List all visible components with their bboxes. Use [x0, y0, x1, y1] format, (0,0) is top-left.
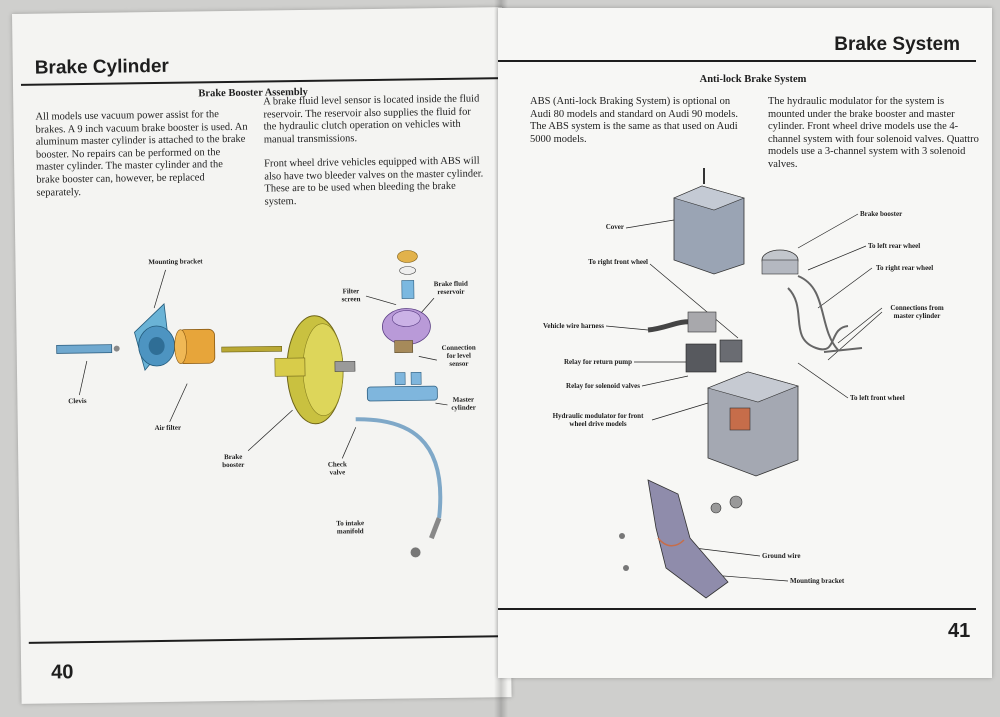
- footer-rule: [498, 608, 976, 610]
- subheading: Anti-lock Brake System: [699, 74, 807, 85]
- label-connections-master-cylinder: Connections from master cylinder: [890, 304, 944, 320]
- header-rule: [498, 60, 976, 62]
- label-to-right-front-wheel: To right front wheel: [588, 258, 648, 266]
- label-to-left-front-wheel: To left front wheel: [850, 394, 905, 402]
- label-connection-level-sensor: Connection for level sensor: [441, 343, 476, 368]
- left-page: Brake Cylinder Brake Booster Assembly Al…: [12, 7, 512, 704]
- label-cover: Cover: [605, 223, 624, 231]
- label-ground-wire: Ground wire: [762, 552, 801, 560]
- label-brake-booster: Brake booster: [222, 452, 245, 470]
- label-hydraulic-modulator: Hydraulic modulator for front wheel driv…: [552, 412, 644, 428]
- label-check-valve: Check valve: [327, 460, 347, 477]
- label-brake-fluid-reservoir: Brake fluid reservoir: [433, 279, 468, 297]
- abs-illustration: [605, 168, 883, 599]
- label-mounting-bracket: Mounting bracket: [790, 577, 845, 585]
- label-clevis: Clevis: [68, 396, 87, 406]
- label-master-cylinder: Master cylinder: [451, 395, 476, 412]
- paragraph-2: The hydraulic modulator for the system i…: [768, 96, 979, 170]
- paragraph-1: ABS (Anti-lock Braking System) is option…: [530, 96, 738, 145]
- label-relay-return-pump: Relay for return pump: [564, 358, 632, 366]
- label-to-left-rear-wheel: To left rear wheel: [868, 242, 921, 250]
- label-to-intake-manifold: To intake manifold: [336, 519, 365, 536]
- label-filter-screen: Filter screen: [341, 287, 361, 304]
- right-page: Brake System Anti-lock Brake System ABS …: [498, 8, 992, 678]
- label-to-right-rear-wheel: To right rear wheel: [876, 264, 934, 272]
- label-mounting-bracket: Mounting bracket: [148, 257, 203, 267]
- label-air-filter: Air filter: [154, 423, 182, 433]
- label-vehicle-wire-harness: Vehicle wire harness: [542, 322, 604, 330]
- label-relay-solenoid-valves: Relay for solenoid valves: [566, 382, 640, 390]
- brake-booster-illustration: [56, 250, 448, 558]
- page-number: 40: [51, 661, 74, 684]
- section-title: Brake System: [834, 34, 960, 55]
- label-brake-booster: Brake booster: [860, 210, 903, 218]
- page-number: 41: [948, 620, 971, 642]
